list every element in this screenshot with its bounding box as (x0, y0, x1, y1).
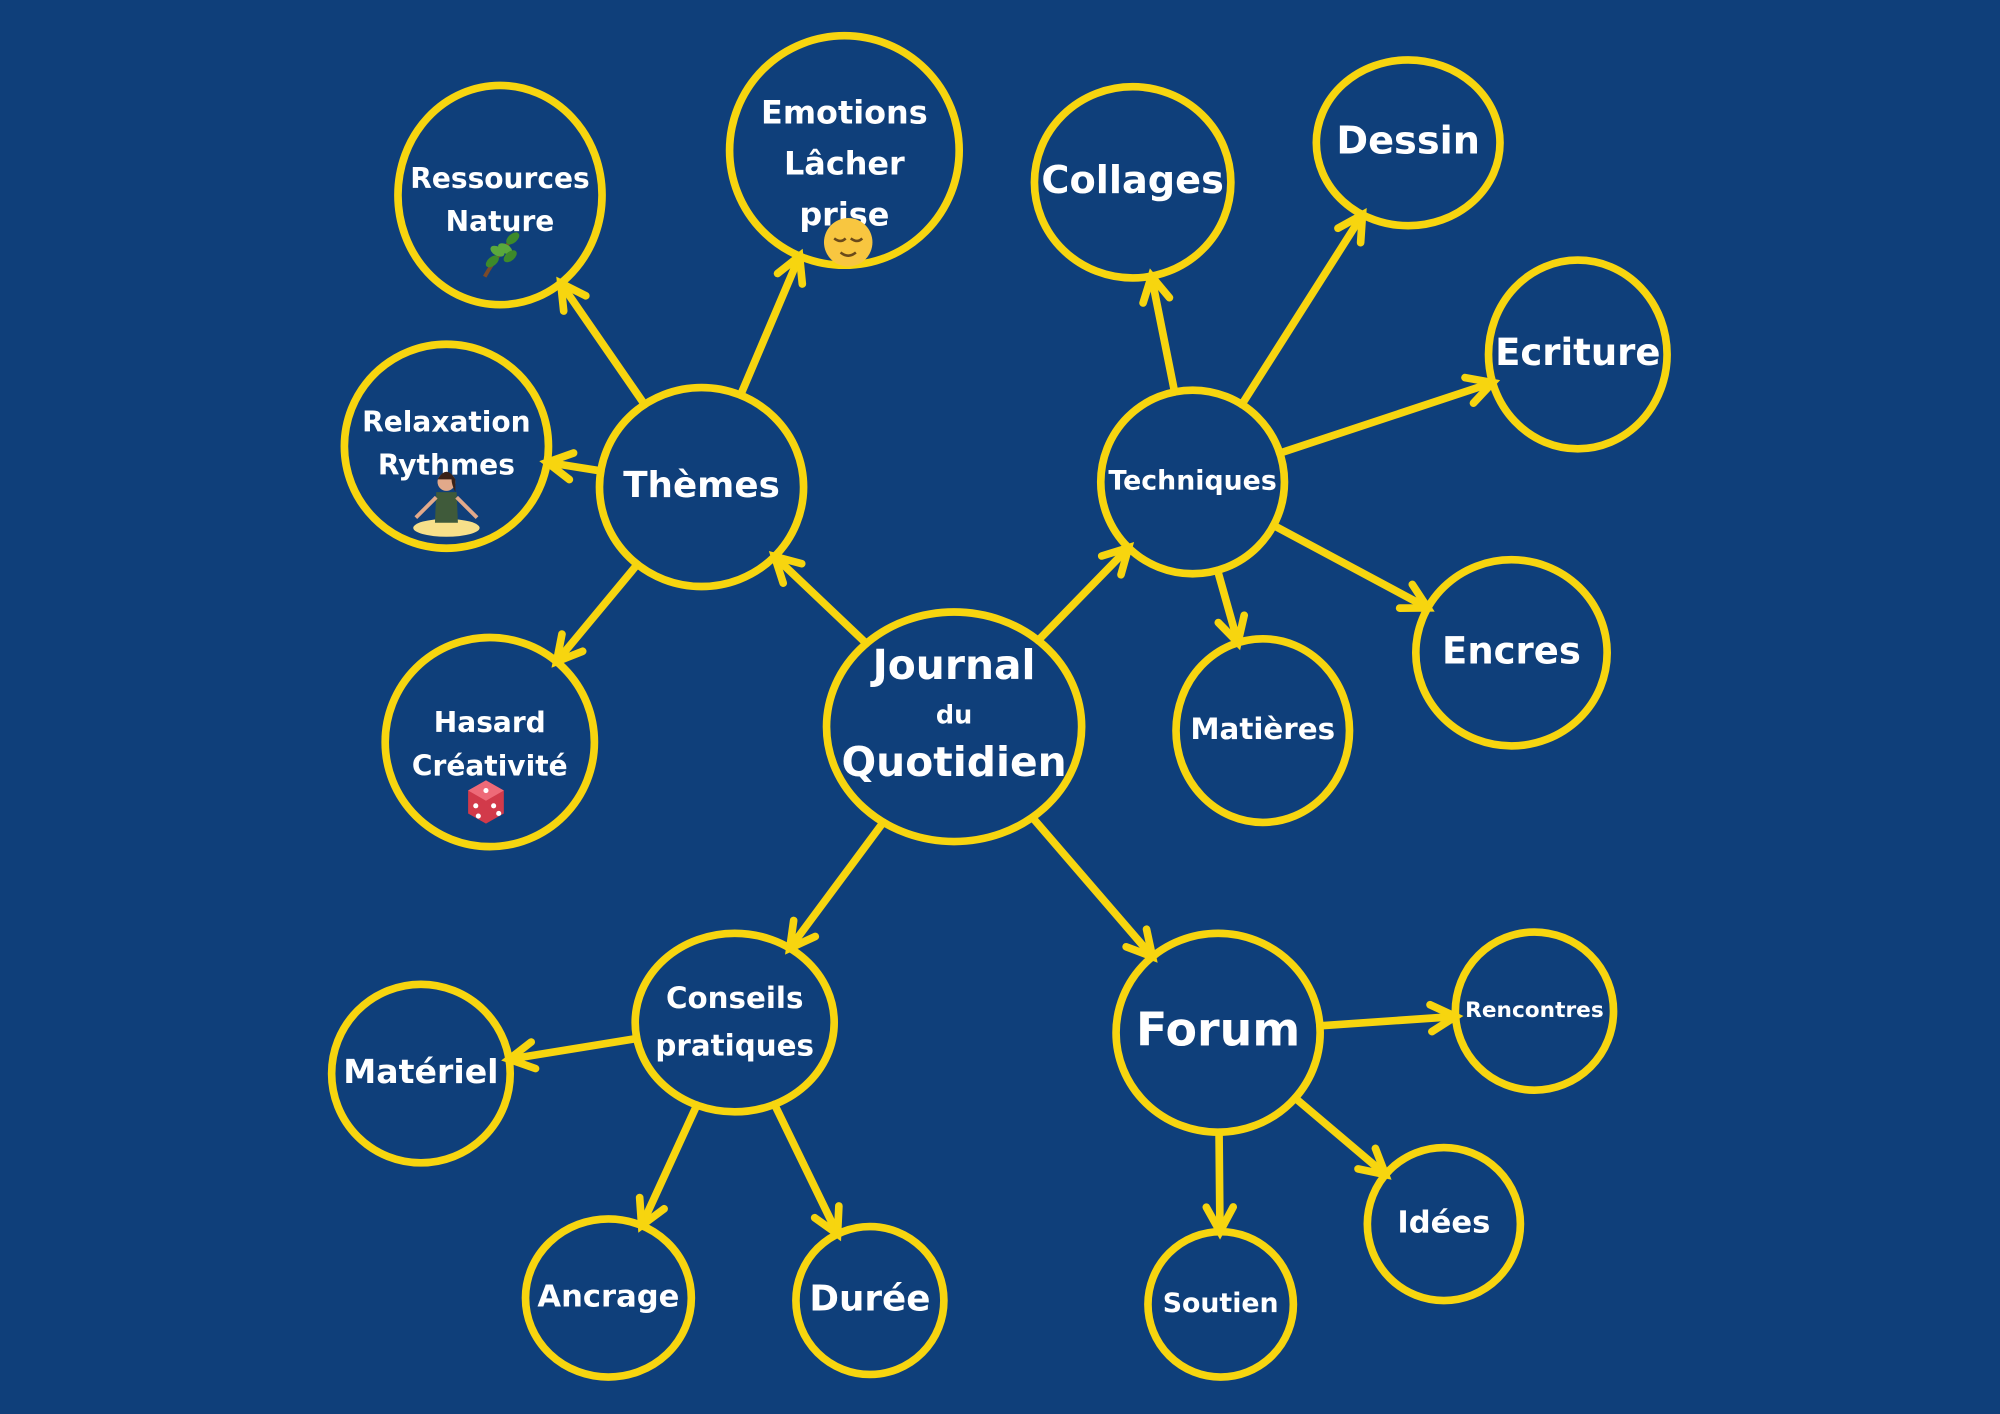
arrow-conseils-to-duree (770, 1100, 843, 1242)
node-label: Techniques (1108, 465, 1276, 496)
arrow-forum-to-idees (1291, 1094, 1392, 1180)
arrow-forum-to-soutien (1202, 1128, 1238, 1240)
node-label: Collages (1041, 158, 1224, 203)
node-circle (595, 383, 808, 591)
node-label: Matériel (343, 1052, 498, 1091)
arrow-conseils-to-materiel (501, 1034, 641, 1073)
node-circle (792, 1222, 948, 1379)
node-collages: Collages (1030, 82, 1235, 282)
node-circle (1484, 256, 1671, 453)
node-label: pratiques (655, 1028, 814, 1062)
node-label: Créativité (412, 750, 568, 783)
node-circle (1451, 928, 1618, 1094)
arrow-techniques-to-encres (1269, 521, 1435, 612)
arrow-journal-to-techniques (1034, 542, 1135, 645)
node-label: Encres (1442, 629, 1581, 672)
node-label: Conseils (666, 981, 803, 1015)
node-conseils: Conseils pratiques (631, 929, 839, 1116)
node-label: Nature (446, 205, 555, 238)
node-ecriture: Ecriture (1484, 256, 1671, 453)
relieved-face-icon (823, 218, 873, 267)
node-circle (1363, 1143, 1525, 1305)
node-label: Journal (870, 641, 1036, 689)
node-circle (340, 340, 553, 553)
node-label: Soutien (1163, 1288, 1279, 1319)
node-label: Thèmes (623, 465, 780, 506)
node-circle (631, 929, 839, 1116)
node-dessin: Dessin (1312, 56, 1504, 230)
node-circle (1172, 634, 1354, 827)
node-idees: Idées (1363, 1143, 1525, 1305)
node-matieres: Matières (1172, 634, 1354, 827)
node-circle (1030, 82, 1235, 282)
node-circle (822, 608, 1086, 846)
node-label: Rencontres (1465, 998, 1604, 1023)
node-label: Emotions (761, 94, 928, 132)
node-forum: Forum (1112, 929, 1324, 1137)
node-label: Ecriture (1495, 331, 1660, 374)
node-circle (394, 81, 606, 309)
leaf-icon (483, 231, 520, 278)
arrow-techniques-to-matieres (1213, 566, 1249, 651)
arrow-themes-to-ressources (556, 276, 649, 409)
arrow-themes-to-relaxation (539, 449, 605, 484)
node-themes: Thèmes (595, 383, 808, 591)
node-soutien: Soutien (1144, 1227, 1298, 1381)
dice-icon (468, 780, 504, 824)
node-circle (381, 633, 599, 851)
arrow-techniques-to-collages (1139, 268, 1179, 396)
node-label: Durée (809, 1279, 930, 1320)
arrow-conseils-to-ancrage (635, 1101, 701, 1233)
node-label: Dessin (1336, 118, 1480, 163)
node-materiel: Matériel (327, 980, 515, 1167)
arrow-forum-to-rencontres (1316, 1000, 1464, 1036)
node-label: Hasard (434, 706, 546, 739)
node-techniques: Techniques (1096, 386, 1289, 578)
node-label: Lâcher (784, 145, 905, 183)
node-label: Relaxation (362, 405, 530, 438)
arrow-themes-to-hasard (551, 560, 642, 668)
node-rencontres: Rencontres (1451, 928, 1618, 1094)
node-label: Idées (1397, 1206, 1490, 1241)
node-circle (327, 980, 515, 1167)
node-label: Matières (1190, 712, 1335, 746)
node-label: Forum (1136, 1002, 1300, 1056)
node-label: Ressources (410, 162, 589, 195)
node-circle (1312, 56, 1504, 230)
node-ancrage: Ancrage (521, 1215, 696, 1381)
arrow-journal-to-themes (768, 550, 871, 648)
node-label: du (936, 701, 972, 731)
node-duree: Durée (792, 1222, 948, 1379)
node-encres: Encres (1411, 555, 1611, 750)
node-label: Quotidien (841, 738, 1066, 786)
node-circle (1096, 386, 1289, 578)
node-circle (1411, 555, 1611, 750)
arrow-themes-to-emotions (736, 248, 807, 399)
node-circle (1112, 929, 1324, 1137)
node-label: Ancrage (537, 1279, 679, 1314)
node-circle (1144, 1227, 1298, 1381)
arrow-techniques-to-ecriture (1275, 373, 1501, 457)
arrow-techniques-to-dessin (1238, 207, 1367, 409)
meditation-icon (413, 471, 480, 537)
arrow-journal-to-conseils (785, 818, 888, 955)
node-circle (521, 1215, 696, 1381)
arrow-journal-to-forum (1028, 813, 1158, 963)
